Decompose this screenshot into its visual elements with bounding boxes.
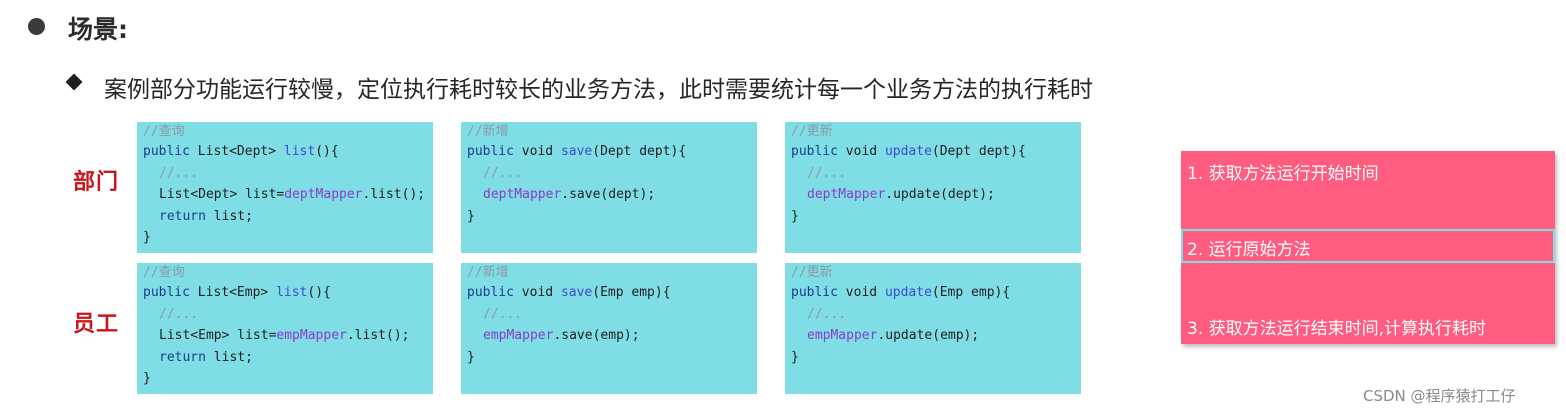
code-signature: public List<Dept> list(){ bbox=[143, 141, 433, 163]
code-signature: public void save(Dept dept){ bbox=[467, 141, 757, 163]
code-keyword: public bbox=[467, 144, 514, 159]
code-text: (Emp emp){ bbox=[592, 285, 671, 300]
code-text: (Dept dept){ bbox=[931, 144, 1026, 159]
code-comment: //新增 bbox=[467, 265, 509, 280]
code-method-name: save bbox=[560, 285, 593, 300]
code-mapper: empMapper bbox=[483, 328, 554, 343]
code-close-brace: } bbox=[143, 371, 151, 386]
code-comment: //查询 bbox=[143, 124, 185, 139]
code-mapper: deptMapper bbox=[284, 187, 363, 202]
code-text: (){ bbox=[315, 144, 339, 159]
row-label-dept: 部门 bbox=[73, 169, 120, 195]
code-text: list; bbox=[205, 208, 253, 224]
code-text: .update(emp); bbox=[877, 328, 980, 343]
code-keyword: public bbox=[143, 144, 190, 159]
code-close-brace: } bbox=[791, 349, 799, 365]
step-run-original: 2. 运行原始方法 bbox=[1187, 240, 1311, 260]
code-body-comment: //... bbox=[807, 165, 847, 181]
code-method-name: update bbox=[884, 285, 932, 300]
scenario-description: 案例部分功能运行较慢，定位执行耗时较长的业务方法，此时需要统计每一个业务方法的执… bbox=[104, 77, 1093, 103]
code-comment: //更新 bbox=[791, 265, 833, 280]
code-text: void bbox=[837, 144, 885, 159]
code-statement: List<Dept> list=deptMapper.list(); bbox=[143, 184, 433, 206]
bullet-dot-icon bbox=[28, 18, 45, 35]
code-mapper: empMapper bbox=[807, 328, 878, 343]
code-comment: //查询 bbox=[143, 265, 185, 280]
code-signature: public void save(Emp emp){ bbox=[467, 282, 757, 304]
code-body-comment: //... bbox=[483, 306, 523, 322]
code-text: (Emp emp){ bbox=[931, 285, 1011, 300]
step-start-time: 1. 获取方法运行开始时间 bbox=[1187, 164, 1379, 184]
code-signature: public List<Emp> list(){ bbox=[143, 282, 433, 304]
code-return: return list; bbox=[143, 206, 433, 228]
code-body-comment: //... bbox=[159, 165, 199, 181]
code-text: (Dept dept){ bbox=[592, 144, 687, 159]
timing-steps-panel: 1. 获取方法运行开始时间 2. 运行原始方法 3. 获取方法运行结束时间,计算… bbox=[1181, 151, 1555, 344]
code-box-emp-update: //更新 public void update(Emp emp){ //... … bbox=[785, 263, 1081, 394]
code-method-name: save bbox=[560, 144, 593, 159]
code-body-comment: //... bbox=[483, 165, 523, 181]
code-box-dept-update: //更新 public void update(Dept dept){ //..… bbox=[785, 122, 1081, 253]
code-text: .list(); bbox=[362, 187, 426, 202]
code-signature: public void update(Emp emp){ bbox=[791, 282, 1081, 304]
diamond-bullet-icon bbox=[65, 73, 83, 91]
code-close-brace: } bbox=[791, 208, 799, 224]
code-text: void bbox=[513, 285, 561, 300]
row-label-emp: 员工 bbox=[73, 311, 120, 337]
watermark: CSDN @程序猿打工仔 bbox=[1363, 387, 1516, 405]
code-text: List<Dept> list= bbox=[159, 187, 285, 202]
code-mapper: empMapper bbox=[276, 328, 347, 343]
code-text: void bbox=[513, 144, 561, 159]
code-keyword: public bbox=[791, 285, 838, 300]
step-highlight-frame bbox=[1181, 229, 1555, 263]
code-text: void bbox=[837, 285, 885, 300]
code-signature: public void update(Dept dept){ bbox=[791, 141, 1081, 163]
code-method-name: update bbox=[884, 144, 932, 159]
code-keyword: public bbox=[143, 285, 190, 300]
slide-heading: 场景: bbox=[68, 15, 128, 44]
code-body-comment: //... bbox=[159, 306, 199, 322]
code-text: .save(emp); bbox=[553, 328, 640, 343]
code-mapper: deptMapper bbox=[483, 187, 562, 202]
code-keyword: return bbox=[159, 208, 206, 224]
step-end-time: 3. 获取方法运行结束时间,计算执行耗时 bbox=[1187, 319, 1487, 339]
code-box-emp-save: //新增 public void save(Emp emp){ //... em… bbox=[461, 263, 757, 394]
code-keyword: public bbox=[791, 144, 838, 159]
code-statement: deptMapper.update(dept); bbox=[791, 184, 1081, 206]
code-method-name: list bbox=[283, 144, 316, 159]
code-text: .list(); bbox=[346, 328, 410, 343]
code-text: list; bbox=[205, 349, 253, 365]
code-keyword: public bbox=[467, 285, 514, 300]
code-box-emp-list: //查询 public List<Emp> list(){ //... List… bbox=[137, 263, 433, 394]
code-text: .save(dept); bbox=[561, 187, 656, 202]
code-comment: //新增 bbox=[467, 124, 509, 139]
code-box-dept-save: //新增 public void save(Dept dept){ //... … bbox=[461, 122, 757, 253]
code-statement: empMapper.update(emp); bbox=[791, 325, 1081, 347]
code-close-brace: } bbox=[467, 349, 475, 365]
code-text: List<Dept> bbox=[189, 144, 284, 159]
code-text: List<Emp> bbox=[189, 285, 277, 300]
code-return: return list; bbox=[143, 347, 433, 369]
code-text: (){ bbox=[307, 285, 331, 300]
code-mapper: deptMapper bbox=[807, 187, 886, 202]
code-method-name: list bbox=[276, 285, 308, 300]
code-text: List<Emp> list= bbox=[159, 328, 277, 343]
code-body-comment: //... bbox=[807, 306, 847, 322]
code-statement: List<Emp> list=empMapper.list(); bbox=[143, 325, 433, 347]
code-statement: deptMapper.save(dept); bbox=[467, 184, 757, 206]
code-close-brace: } bbox=[143, 230, 151, 245]
code-text: .update(dept); bbox=[885, 187, 995, 202]
code-statement: empMapper.save(emp); bbox=[467, 325, 757, 347]
code-box-dept-list: //查询 public List<Dept> list(){ //... Lis… bbox=[137, 122, 433, 253]
code-close-brace: } bbox=[467, 208, 475, 224]
code-comment: //更新 bbox=[791, 124, 833, 139]
code-keyword: return bbox=[159, 349, 206, 365]
